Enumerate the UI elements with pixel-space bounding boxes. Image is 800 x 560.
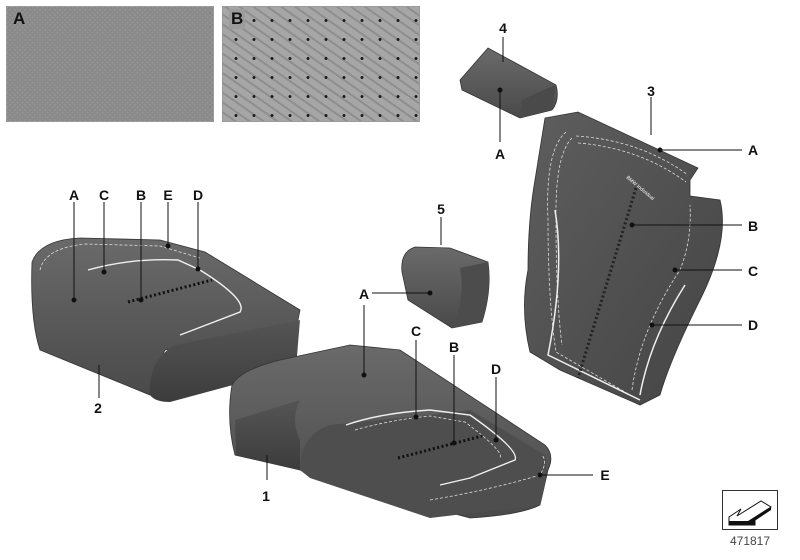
part-2-callout-d: D: [192, 187, 204, 203]
part-4-callout-a: A: [494, 146, 506, 162]
part-3-callout-a: A: [747, 142, 759, 158]
part-5-headrest: [401, 246, 490, 329]
part-1-cushion: [229, 344, 552, 519]
part-2-callout-a: A: [68, 187, 80, 203]
part-4-headrest: [459, 47, 558, 119]
part-2-callout-e: E: [163, 187, 173, 203]
direction-arrow-icon: [722, 490, 778, 530]
reference-number: 471817: [729, 534, 771, 548]
part-3-callout-c: C: [747, 263, 759, 279]
swatch-a-label: A: [13, 9, 26, 28]
part-3-callout-b: B: [747, 218, 759, 234]
part-2-left-cushion: [31, 237, 301, 402]
swatch-b-label: B: [229, 9, 246, 29]
swatch-a: A: [6, 6, 214, 122]
part-2-number: 2: [94, 400, 102, 416]
part-1-callout-c: C: [410, 323, 422, 339]
swatch-b: B: [222, 6, 420, 122]
part-1-number: 1: [262, 488, 270, 504]
part-3-backrest: BMW Individual: [524, 111, 723, 406]
part-5-number: 5: [437, 201, 445, 217]
part-1-callout-d: D: [490, 361, 502, 377]
part-3-number: 3: [647, 83, 655, 99]
part-1-callout-e: E: [600, 467, 610, 483]
part-2-callout-c: C: [98, 187, 110, 203]
leader-lines: [71, 37, 742, 480]
part-3-callout-d: D: [747, 317, 759, 333]
part-4-number: 4: [499, 20, 507, 36]
part-1-callout-b: B: [448, 339, 460, 355]
part-5-callout-a: A: [358, 286, 370, 302]
part-2-callout-b: B: [135, 187, 147, 203]
